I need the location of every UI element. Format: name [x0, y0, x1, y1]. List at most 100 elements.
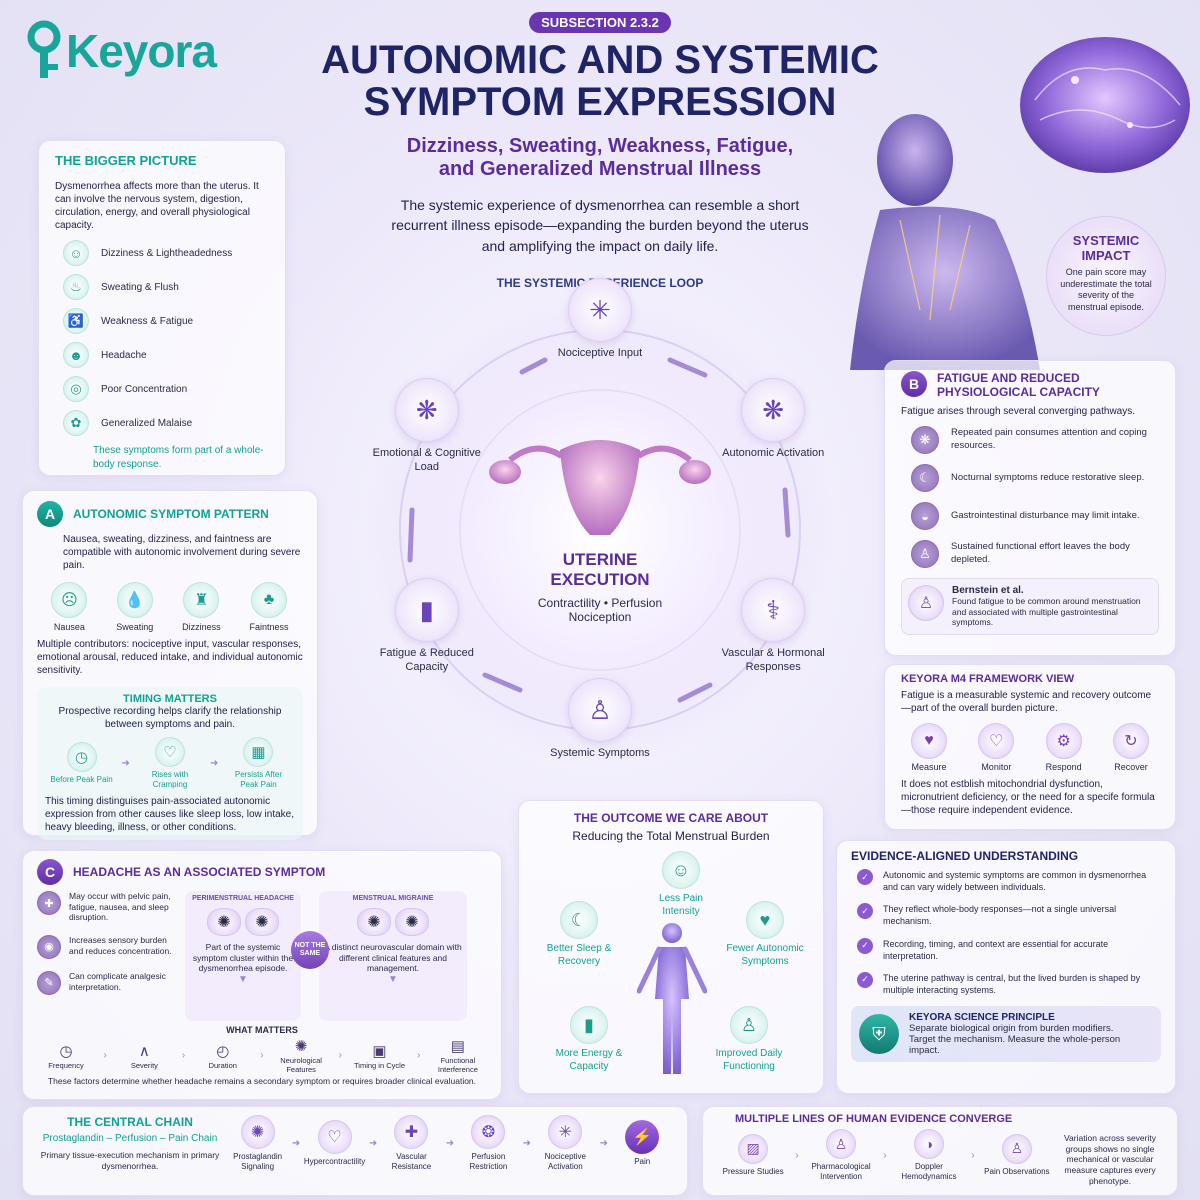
bigger-picture-title: THE BIGGER PICTURE: [55, 153, 197, 168]
dizzy-figure-icon: ♜: [183, 582, 220, 618]
what-matters-label: Duration: [208, 1060, 237, 1070]
page-title-line2: SYMPTOM EXPRESSION: [363, 80, 837, 124]
section-c-footer: These factors determine whether headache…: [47, 1076, 477, 1086]
what-matters-title: WHAT MATTERS: [226, 1025, 298, 1035]
timing-title: TIMING MATTERS: [123, 693, 217, 705]
timing-text: Prospective recording helps clarify the …: [58, 706, 282, 730]
headache-left-text: Part of the systemic symptom cluster wit…: [192, 942, 294, 974]
symptom-label: Generalized Malaise: [101, 417, 193, 429]
what-matters-item: ▤Functional Interference: [429, 1037, 487, 1074]
brand-logo: Keyora: [24, 20, 217, 82]
loop-center: UTERINE EXECUTION Contractility • Perfus…: [500, 550, 700, 624]
section-a-card: A AUTONOMIC SYMPTOM PATTERN Nausea, swea…: [22, 490, 318, 841]
outcome-item: ♙Improved Daily Functioning: [709, 1006, 789, 1073]
evidence-point-text: Autonomic and systemic symptoms are comm…: [883, 870, 1147, 893]
subtitle-line2: and Generalized Menstrual Illness: [438, 158, 762, 180]
framework-card: KEYORA M4 FRAMEWORK VIEW Fatigue is a me…: [884, 664, 1176, 830]
arrow-right-icon: ›: [883, 1149, 887, 1161]
what-matters-label: Severity: [130, 1060, 158, 1070]
framework-step: ⚙Respond: [1036, 723, 1092, 772]
fatigue-point: ◒Gastrointestinal disturbance may limit …: [911, 502, 1159, 530]
headache-point: ✎Can complicate analgesic interpretation…: [37, 970, 177, 995]
timing-footer: This timing distinguises pain-associated…: [45, 796, 295, 834]
chain-step-label: Perfusion Restriction: [469, 1152, 508, 1171]
outcome-item-label: Fewer Autonomic Symptoms: [726, 943, 804, 967]
not-same-text: NOT THE SAME: [294, 942, 326, 957]
section-b-title1: FATIGUE AND REDUCED: [937, 371, 1080, 385]
symptom-label: Sweating & Flush: [101, 281, 179, 293]
reference-text: Found fatigue to be common around menstr…: [952, 596, 1141, 628]
symptom-label: Weakness & Fatigue: [101, 315, 194, 327]
headache-right-text: A distinct neurovascular domain with dif…: [324, 942, 462, 974]
fatigue-point: ☾Nocturnal symptoms reduce restorative s…: [911, 464, 1159, 492]
walking-figure-icon: ♙: [730, 1006, 768, 1044]
neuron-icon: ✳: [548, 1115, 583, 1149]
lightning-icon: ⚡: [625, 1119, 660, 1154]
arrow-right-icon: ➜: [121, 757, 130, 769]
intro-line3: and amplifying the impact on daily life.: [481, 237, 719, 254]
evidence-point-text: Recording, timing, and context are essen…: [883, 938, 1109, 961]
heart-monitor-icon: ♡: [978, 723, 1015, 759]
autonomic-symptom-label: Nausea: [53, 622, 85, 632]
lines-evidence-card: MULTIPLE LINES OF HUMAN EVIDENCE CONVERG…: [702, 1106, 1178, 1196]
brain-icon: ✺: [395, 908, 429, 936]
check-icon: ✓: [857, 903, 873, 920]
chain-step: ⚡ Pain: [611, 1119, 673, 1167]
loop-node: ♙: [568, 678, 632, 742]
what-matters-label: Frequency: [48, 1060, 84, 1070]
arrow-right-icon: ➜: [599, 1137, 608, 1149]
reference-title: Bernstein et al.: [952, 585, 1024, 596]
outcome-item-label: Less Pain Intensity: [659, 893, 703, 917]
what-matters-item: ◷Frequency: [37, 1042, 95, 1070]
reference-box: ♙ Bernstein et al. Found fatigue to be c…: [901, 578, 1159, 635]
symptom-list-item: ☻Headache: [63, 342, 269, 368]
outcome-subtitle: Reducing the Total Menstrual Burden: [572, 829, 770, 843]
timing-step: ▦Persists After Peak Pain: [225, 737, 291, 789]
chain-step-label: Prostaglandin Signaling: [233, 1152, 283, 1171]
loop-node-label: Emotional & Cognitive Load: [372, 447, 481, 474]
pharma-icon: ♙: [826, 1129, 857, 1159]
loop-center-line1: UTERINE: [562, 550, 638, 569]
bigger-picture-footer: These symptoms form part of a whole-body…: [93, 445, 264, 470]
framework-text: Fatigue is a measurable systemic and rec…: [901, 690, 1152, 714]
central-chain-formula: Prostaglandin – Perfusion – Pain Chain: [42, 1133, 218, 1144]
evidence-point-text: The uterine pathway is central, but the …: [883, 972, 1141, 995]
vascular-icon: ⚕: [741, 578, 806, 642]
chain-step-label: Pain: [634, 1156, 651, 1166]
headache-point-text: Increases sensory burden and reduces con…: [69, 934, 172, 956]
evidence-point: ✓Autonomic and systemic symptoms are com…: [857, 869, 1161, 893]
evidence-card: EVIDENCE-ALIGNED UNDERSTANDING ✓Autonomi…: [836, 840, 1176, 1094]
outcome-item-label: Better Sleep & Recovery: [546, 943, 612, 967]
loop-node: ❋: [394, 378, 459, 442]
autonomic-symptom: ☹Nausea: [51, 582, 88, 632]
outcome-item: ☺Less Pain Intensity: [641, 851, 721, 918]
headache-point-text: Can complicate analgesic interpretation.: [69, 970, 166, 992]
symptom-list-item: ✿Generalized Malaise: [63, 410, 269, 436]
loop-node-label: Nociceptive Input: [557, 347, 643, 359]
headache-point: ✚May occur with pelvic pain, fatigue, na…: [37, 891, 177, 923]
timer-icon: ◴: [216, 1042, 230, 1060]
group-people-icon: ♙: [908, 585, 944, 621]
fatigue-point: ♙Sustained functional effort leaves the …: [911, 540, 1159, 568]
arrow-down-icon: ▼: [388, 973, 398, 985]
timing-step: ♡Rises with Cramping: [137, 737, 203, 789]
head-icon: ☻: [63, 342, 89, 368]
doppler-icon: ◑: [913, 1129, 944, 1159]
outcome-item-label: More Energy & Capacity: [555, 1048, 623, 1072]
function-icon: ▤: [450, 1038, 465, 1055]
autonomic-symptom-label: Dizziness: [182, 622, 221, 632]
heart-pulse-icon: ♥: [911, 723, 947, 759]
evidence-point: ✓They reflect whole-body responses—not a…: [857, 903, 1161, 927]
timing-step-label: Rises with Cramping: [151, 770, 189, 789]
timing-step: ◷Before Peak Pain: [49, 741, 115, 785]
moon-icon: ☾: [560, 901, 598, 939]
central-chain-title: THE CENTRAL CHAIN: [67, 1115, 193, 1129]
loop-node-label: Systemic Symptoms: [550, 747, 650, 759]
evidence-line-item: ♙Pain Observations: [983, 1133, 1051, 1177]
chain-step-label: Nociceptive Activation: [544, 1152, 586, 1171]
loop-node-label: Fatigue & Reduced Capacity: [379, 647, 474, 674]
fatigue-point-text: Repeated pain consumes attention and cop…: [951, 427, 1147, 451]
evidence-line-item: ◑Doppler Hemodynamics: [895, 1129, 963, 1181]
chain-step: ❂ Perfusion Restriction: [457, 1115, 519, 1171]
perfusion-icon: ❂: [471, 1115, 506, 1149]
